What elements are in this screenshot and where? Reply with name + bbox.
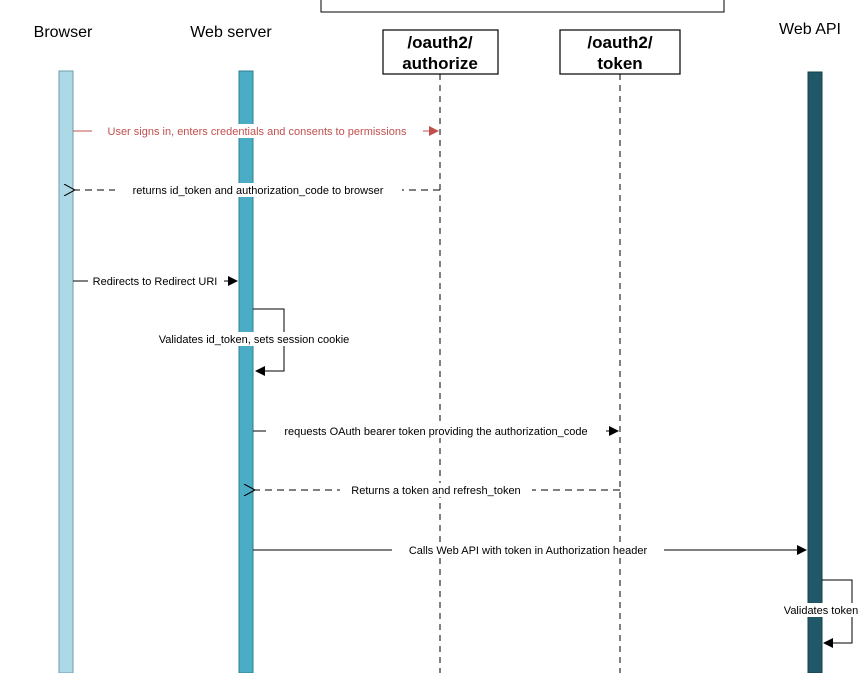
message-2-label-bg [115, 183, 402, 197]
endpoint-authorize: /oauth2/ authorize [382, 29, 499, 75]
lifeline-bar-web-server [238, 70, 254, 673]
message-1-label-bg [92, 124, 423, 138]
message-5-label: requests OAuth bearer token providing th… [284, 426, 587, 438]
message-4-label-bg [148, 332, 360, 346]
message-5-label-bg [266, 424, 606, 438]
endpoint-token: /oauth2/ token [559, 29, 681, 75]
actor-browser-label: Browser [34, 24, 93, 41]
message-8-label-bg [779, 603, 863, 617]
message-2-label: returns id_token and authorization_code … [133, 185, 384, 197]
message-6-label-bg [340, 483, 532, 497]
lifeline-bar-web-api [807, 71, 823, 673]
message-8-label: Validates token [784, 605, 858, 617]
message-7-label: Calls Web API with token in Authorizatio… [409, 545, 648, 557]
endpoint-token-line1: /oauth2/ [587, 33, 652, 52]
top-frame-box [320, 0, 725, 13]
message-3-label: Redirects to Redirect URI [93, 276, 218, 288]
message-1-label: User signs in, enters credentials and co… [108, 126, 407, 138]
actor-web-api-label: Web API [779, 21, 841, 38]
message-7-label-bg [392, 543, 664, 557]
actor-web-server-label: Web server [190, 24, 272, 41]
lifeline-bar-browser [58, 70, 74, 673]
message-4-label: Validates id_token, sets session cookie [159, 334, 350, 346]
message-6-label: Returns a token and refresh_token [351, 485, 520, 497]
endpoint-authorize-line2: authorize [402, 54, 478, 73]
endpoint-token-line2: token [597, 54, 642, 73]
message-3-label-bg [88, 274, 224, 288]
endpoint-authorize-line1: /oauth2/ [407, 33, 472, 52]
